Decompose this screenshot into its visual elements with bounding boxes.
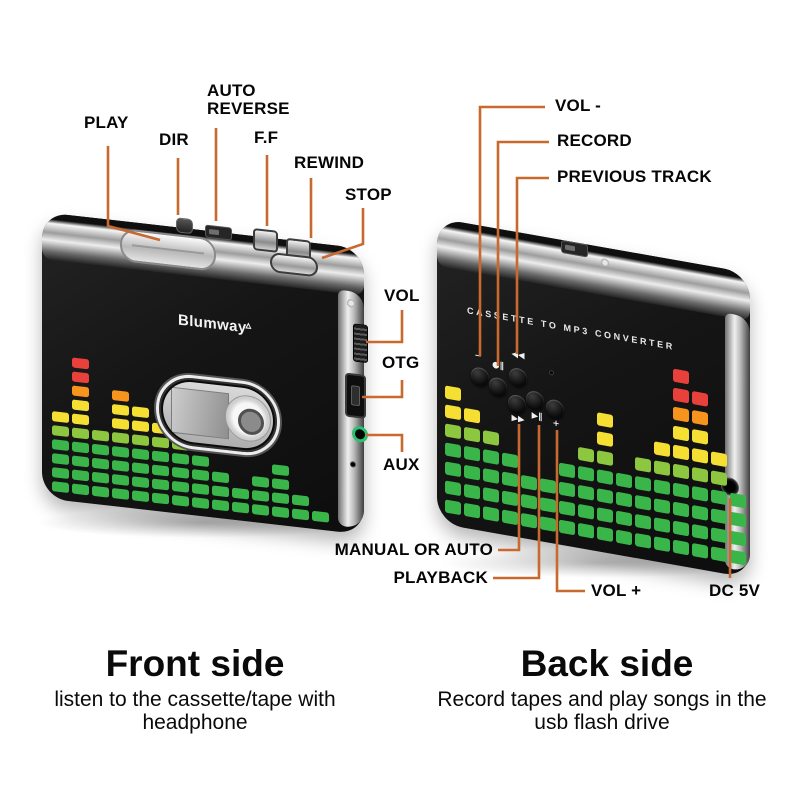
front-side-heading: Front side xyxy=(105,643,285,684)
cassette-tape xyxy=(171,386,229,440)
annotation-label-dir: DIR xyxy=(159,130,189,149)
annotation-label-vol-plus: VOL + xyxy=(591,581,642,600)
annotation-label-manual-or-auto: MANUAL OR AUTO xyxy=(334,540,493,559)
cassette-hub xyxy=(225,392,271,445)
back-side-description: Record tapes and play songs in the usb f… xyxy=(437,688,767,734)
volume-wheel xyxy=(353,323,368,364)
screw xyxy=(347,298,355,308)
annotation-label-record: RECORD xyxy=(557,131,632,150)
annotation-label-ff: F.F xyxy=(254,128,279,147)
annotation-label-previous-track: PREVIOUS TRACK xyxy=(557,167,712,186)
annotation-label-rewind: REWIND xyxy=(294,153,365,172)
dir-knob xyxy=(176,217,193,235)
annotation-label-vol: VOL xyxy=(384,286,420,305)
line-otg xyxy=(362,380,404,399)
annotation-label-stop: STOP xyxy=(345,185,392,204)
annotation-label-dc-5v: DC 5V xyxy=(709,581,761,600)
annotation-label-otg: OTG xyxy=(382,353,420,372)
annotation-label-playback: PLAYBACK xyxy=(393,568,488,587)
pin-hole xyxy=(350,461,356,468)
annotation-label-aux: AUX xyxy=(383,455,420,474)
line-vol xyxy=(366,310,404,344)
cassette-window xyxy=(156,370,280,460)
line-aux xyxy=(366,433,404,452)
ff-button xyxy=(253,228,278,253)
annotation-label-play: PLAY xyxy=(84,113,129,132)
front-device: Blumway▵ xyxy=(42,212,368,535)
back-side-heading: Back side xyxy=(520,643,694,684)
otg-usb-port xyxy=(345,372,366,419)
front-side-description: listen to the cassette/tape with headpho… xyxy=(54,688,336,734)
back-device: CASSETTE TO MP3 CONVERTER − ●∥ ◀◀ ▶▶ ▶∥ … xyxy=(437,218,750,579)
annotation-label-auto-reverse: AUTO REVERSE xyxy=(207,81,290,118)
logo-triangle-icon: ▵ xyxy=(245,319,252,332)
annotation-label-vol-minus: VOL - xyxy=(555,96,602,115)
